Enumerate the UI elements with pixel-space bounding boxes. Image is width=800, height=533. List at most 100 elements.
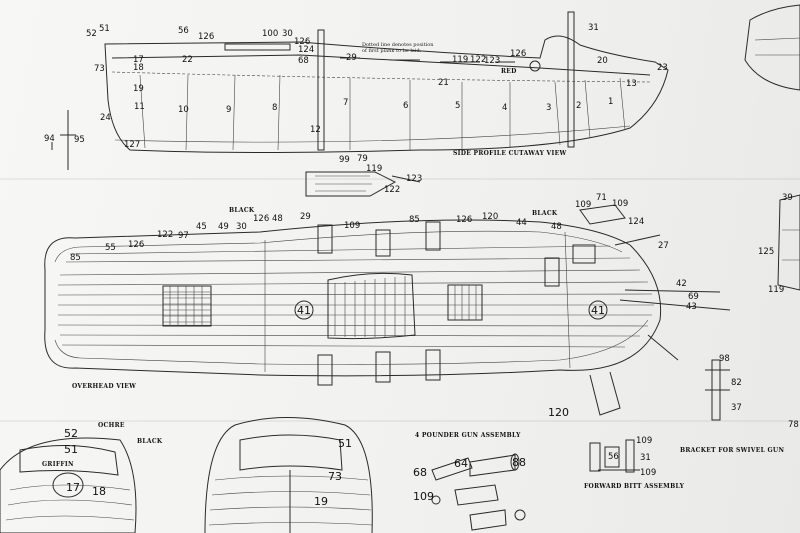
part-number: 43 bbox=[686, 302, 697, 312]
part-number: 109 bbox=[575, 200, 591, 210]
part-number: 48 bbox=[272, 214, 283, 224]
part-number: 52 bbox=[86, 29, 97, 39]
part-number: 126 bbox=[128, 240, 144, 250]
part-number: 126 bbox=[198, 32, 214, 42]
part-number: 3 bbox=[546, 103, 551, 113]
part-number: 22 bbox=[182, 55, 193, 65]
part-number: 7 bbox=[343, 98, 348, 108]
part-number: 79 bbox=[357, 154, 368, 164]
part-number: 123 bbox=[484, 56, 500, 66]
side-profile-hull bbox=[51, 11, 669, 170]
part-number: 10 bbox=[178, 105, 189, 115]
part-number: 18 bbox=[133, 63, 144, 73]
part-number: 109 bbox=[612, 199, 628, 209]
part-number: 41 bbox=[591, 304, 605, 317]
part-number: 124 bbox=[628, 217, 644, 227]
part-number: 6 bbox=[403, 101, 408, 111]
forward-bitt-parts bbox=[589, 439, 640, 473]
part-number: 109 bbox=[636, 436, 652, 446]
fold-crease bbox=[0, 420, 800, 422]
part-number: 109 bbox=[640, 468, 656, 478]
stern-view-right bbox=[204, 417, 373, 533]
section-caption: FORWARD BITT ASSEMBLY bbox=[584, 483, 685, 490]
part-number: 51 bbox=[99, 24, 110, 34]
part-number: 126 bbox=[294, 37, 310, 47]
part-number: 99 bbox=[339, 155, 350, 165]
part-number: 17 bbox=[133, 55, 144, 65]
part-number: 42 bbox=[676, 279, 687, 289]
section-caption: 4 POUNDER GUN ASSEMBLY bbox=[415, 432, 521, 439]
part-number: 30 bbox=[282, 29, 293, 39]
part-number: 126 bbox=[456, 215, 472, 225]
part-number: 41 bbox=[297, 304, 311, 317]
part-number: 126 bbox=[510, 49, 526, 59]
part-number: 126 bbox=[253, 214, 269, 224]
part-number: 122 bbox=[470, 55, 486, 65]
stern-nameplate: GRIFFIN bbox=[42, 461, 74, 468]
part-number: 119 bbox=[452, 55, 468, 65]
part-number: 109 bbox=[344, 221, 360, 231]
part-number: 21 bbox=[438, 78, 449, 88]
part-number: 68 bbox=[298, 56, 309, 66]
part-number: 119 bbox=[366, 164, 382, 174]
part-number: 109 bbox=[413, 490, 434, 503]
part-number: 45 bbox=[196, 222, 207, 232]
fold-crease bbox=[0, 178, 800, 180]
part-number: 64 bbox=[454, 457, 468, 470]
part-number: 123 bbox=[406, 174, 422, 184]
color-note: BLACK bbox=[229, 207, 255, 214]
part-number: 73 bbox=[328, 470, 342, 483]
part-number: 29 bbox=[346, 53, 357, 63]
part-number: 85 bbox=[409, 215, 420, 225]
part-number: 39 bbox=[782, 193, 793, 203]
overhead-deck bbox=[44, 219, 731, 416]
part-number: 119 bbox=[768, 285, 784, 295]
part-number: 31 bbox=[588, 23, 599, 33]
color-note: BLACK bbox=[532, 210, 558, 217]
part-number: 2 bbox=[576, 101, 581, 111]
view-caption: OVERHEAD VIEW bbox=[72, 383, 136, 390]
part-number: 11 bbox=[134, 102, 145, 112]
section-caption: BRACKET FOR SWIVEL GUN bbox=[680, 447, 784, 454]
part-number: 71 bbox=[596, 193, 607, 203]
part-number: 51 bbox=[338, 437, 352, 450]
stern-view-left bbox=[0, 437, 137, 533]
dotted-line-note: Dotted line denotes position bbox=[362, 42, 434, 48]
part-number: 23 bbox=[657, 63, 668, 73]
part-number: 78 bbox=[788, 420, 799, 430]
part-number: 56 bbox=[608, 452, 619, 462]
view-caption: SIDE PROFILE CUTAWAY VIEW bbox=[453, 150, 567, 157]
part-number: 37 bbox=[731, 403, 742, 413]
gun-assembly-parts bbox=[431, 453, 526, 531]
part-number: 29 bbox=[300, 212, 311, 222]
part-number: 24 bbox=[100, 113, 111, 123]
part-number: 44 bbox=[516, 218, 527, 228]
part-number: 27 bbox=[658, 241, 669, 251]
part-number: 31 bbox=[640, 453, 651, 463]
part-number: 122 bbox=[157, 230, 173, 240]
part-number: 49 bbox=[218, 222, 229, 232]
part-number: 30 bbox=[236, 222, 247, 232]
forward-deck-detail bbox=[579, 204, 626, 225]
part-number: 69 bbox=[688, 292, 699, 302]
part-number: 97 bbox=[178, 231, 189, 241]
part-number: 125 bbox=[758, 247, 774, 257]
part-number: 98 bbox=[719, 354, 730, 364]
part-number: 18 bbox=[92, 485, 106, 498]
part-number: 5 bbox=[455, 101, 460, 111]
color-note: RED bbox=[501, 68, 517, 75]
part-number: 19 bbox=[314, 495, 328, 508]
part-number: 100 bbox=[262, 29, 278, 39]
part-number: 12 bbox=[310, 125, 321, 135]
part-number: 127 bbox=[124, 140, 140, 150]
part-number: 55 bbox=[105, 243, 116, 253]
part-number: 88 bbox=[512, 456, 526, 469]
part-number: 85 bbox=[70, 253, 81, 263]
part-number: 19 bbox=[133, 84, 144, 94]
color-note: OCHRE bbox=[98, 422, 125, 429]
part-number: 122 bbox=[384, 185, 400, 195]
part-number: 17 bbox=[66, 481, 80, 494]
part-number: 94 bbox=[44, 134, 55, 144]
